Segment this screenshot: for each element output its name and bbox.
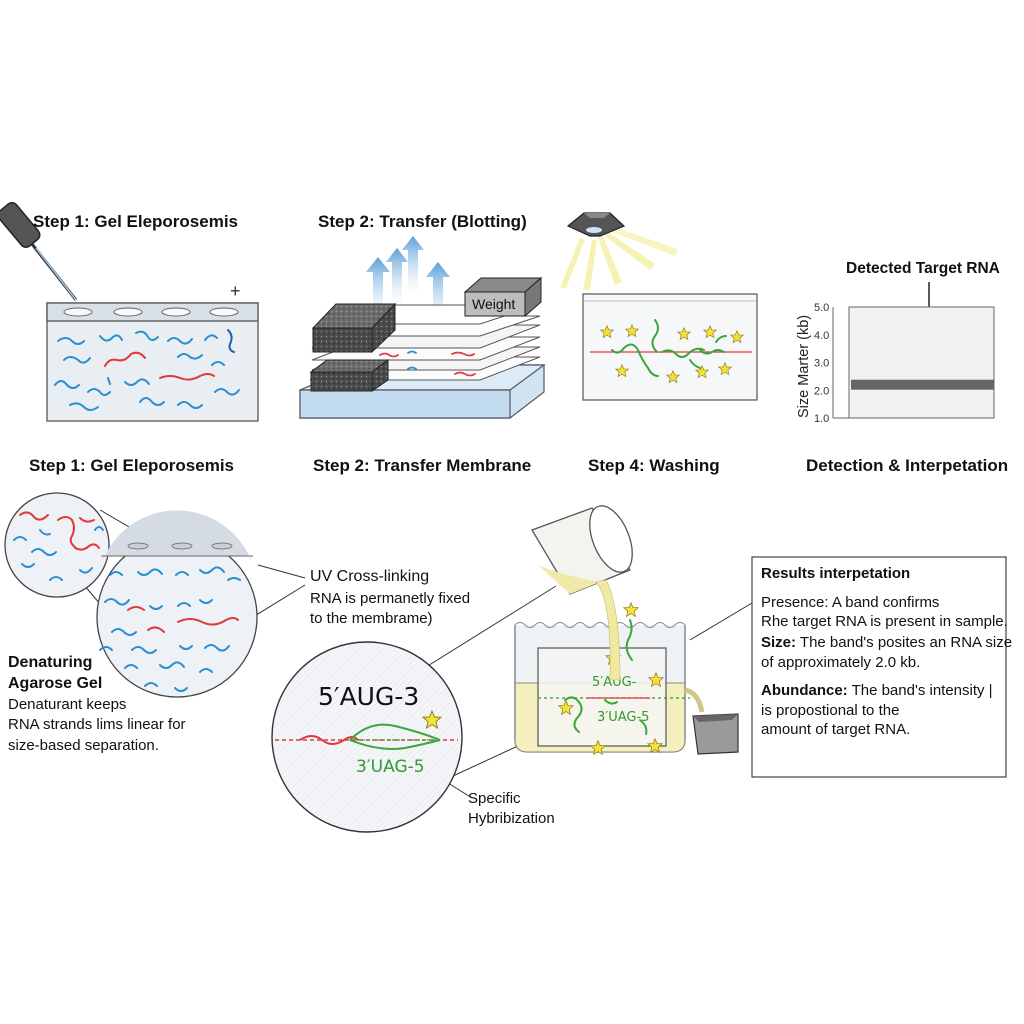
denaturing-line-3: size-based separation. xyxy=(8,737,159,754)
tank-membrane xyxy=(537,647,667,747)
weight-label: Weight xyxy=(472,296,515,312)
results-abundance-2: is propostional to the xyxy=(761,702,900,719)
results-title: Results interpetation xyxy=(761,565,911,582)
uv-line-2: to the membrame) xyxy=(310,610,433,627)
uv-title: UV Cross-linking xyxy=(310,568,430,585)
detection-title: Detected Target RNA xyxy=(846,260,1000,277)
denaturing-title-1: Denaturing xyxy=(8,654,93,671)
size-ticks: 5.0 4.0 3.0 2.0 1.0 xyxy=(814,302,829,425)
lamp-icon xyxy=(560,212,678,290)
denaturing-line-2: RNA strands lims linear for xyxy=(8,716,186,733)
results-size-1: Size: The band's posites an RNA size xyxy=(761,634,1012,651)
size-key: Size: xyxy=(761,634,797,651)
size-tick-label: 3.0 xyxy=(814,358,829,370)
results-abundance-3: amount of target RNA. xyxy=(761,721,911,738)
seq-3prime: 3′UAG-5 xyxy=(356,757,425,777)
detection-caption: Detection & Interpetation xyxy=(806,456,1009,475)
denaturing-title-2: Agarose Gel xyxy=(8,675,103,692)
results-box xyxy=(751,556,1007,778)
washing-caption: Step 4: Washing xyxy=(588,456,720,475)
abundance-text-1: The band's intensity | xyxy=(847,682,993,699)
results-presence-2: Rhe target RNA is present in sample. xyxy=(761,613,1008,630)
sponge-bottom xyxy=(309,359,390,392)
detected-band xyxy=(851,379,994,390)
beaker-icon xyxy=(531,505,633,681)
results-presence-1: Presence: A band confirms xyxy=(761,594,940,611)
seq-5prime: 5′AUG-3 xyxy=(318,682,419,711)
results-size-2: of approximately 2.0 kb. xyxy=(761,654,921,671)
detection-film xyxy=(848,306,995,419)
zoom-gel xyxy=(96,510,258,698)
sponge-top xyxy=(311,302,397,354)
results-abundance-1: Abundance: The band's intensity | xyxy=(761,682,993,699)
washing-panel xyxy=(560,212,758,401)
size-text-1: The band's posites an RNA size xyxy=(796,634,1013,651)
tank-seq-5prime: 5′AUG- xyxy=(592,675,637,690)
size-tick-label: 2.0 xyxy=(814,385,829,397)
zoom-hybridization: 5′AUG-3 3′UAG-5 xyxy=(271,641,463,833)
plus-sign: + xyxy=(230,281,241,301)
uv-line-1: RNA is permanetly fixed xyxy=(310,590,471,607)
detection-panel: 5.0 4.0 3.0 2.0 1.0 Size Marter (kb) xyxy=(796,282,995,425)
hybridization-tank: 5′AUG- 3′UAG-5 xyxy=(514,505,739,755)
transfer-title: Step 2: Transfer (Blotting) xyxy=(318,212,527,231)
size-tick-label: 1.0 xyxy=(814,413,829,425)
rna-strands-gel xyxy=(54,329,240,411)
membrane-sheet xyxy=(582,293,758,401)
transfer-caption: Step 2: Transfer Membrane xyxy=(313,456,532,475)
gel-caption: Step 1: Gel Eleporosemis xyxy=(29,456,235,475)
abundance-key: Abundance: xyxy=(761,682,848,699)
denaturing-line-1: Denaturant keeps xyxy=(8,696,127,713)
weight-block: Weight xyxy=(463,276,543,318)
transfer-panel: Weight xyxy=(299,236,546,419)
specific-hybridization-2: Hybribization xyxy=(468,810,555,827)
pipette-icon xyxy=(0,202,78,301)
specific-hybridization-1: Specific xyxy=(468,790,521,807)
drain-container-icon xyxy=(684,687,739,755)
transfer-arrows xyxy=(366,236,450,330)
probes-membrane xyxy=(611,319,727,377)
gel-panel: + xyxy=(0,202,259,422)
size-tick-label: 5.0 xyxy=(814,302,829,314)
gel-wells xyxy=(63,307,239,317)
size-axis-label: Size Marter (kb) xyxy=(796,315,812,418)
tank-seq-3prime: 3′UAG-5 xyxy=(597,710,649,725)
size-tick-label: 4.0 xyxy=(814,330,829,342)
gel-title: Step 1: Gel Eleporosemis xyxy=(33,212,239,231)
zoom-small xyxy=(4,492,110,598)
